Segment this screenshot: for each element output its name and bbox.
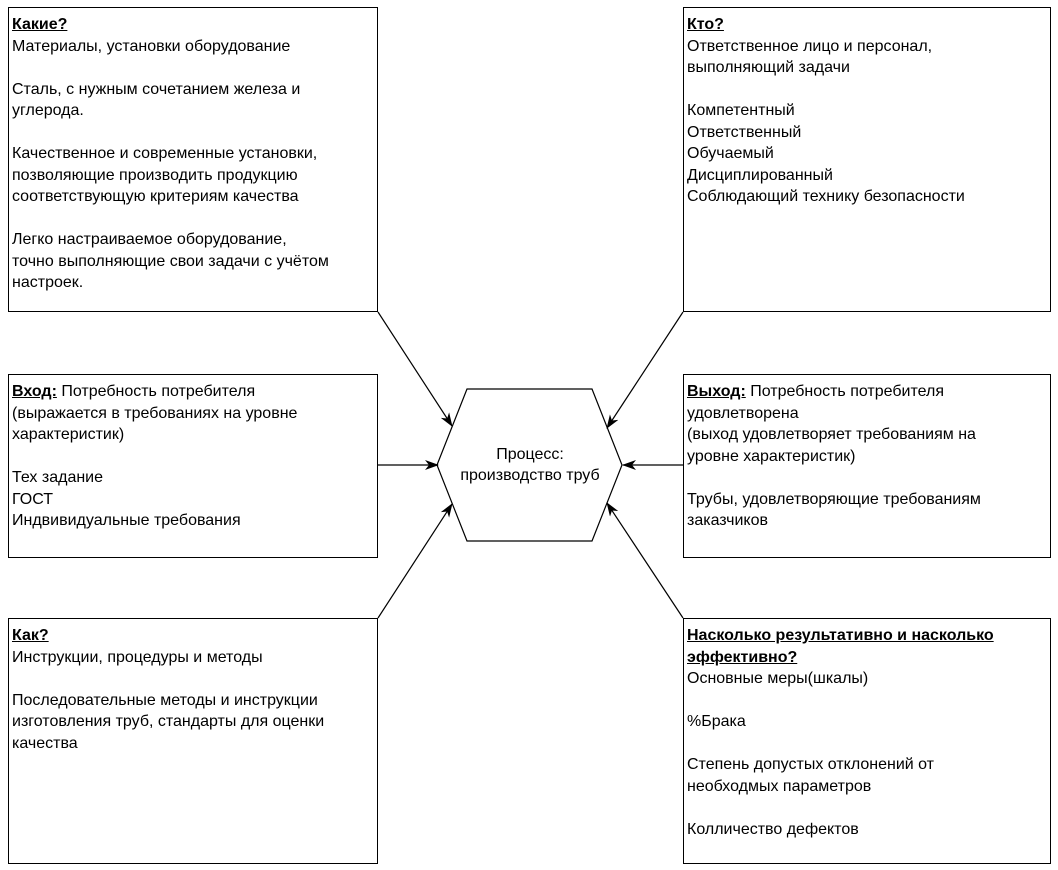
arrow-kto-to-process	[606, 311, 684, 429]
box-vyhod-text-line: уровне характеристик)	[687, 447, 856, 465]
process-label-line1: Процесс:	[496, 446, 564, 463]
arrow-kakie-to-process	[377, 311, 453, 427]
box-kakie: Какие? Материалы, установки оборудование…	[8, 7, 378, 312]
box-kak-text-line: Инструкции, процедуры и методы	[12, 648, 263, 666]
box-vyhod-spacer	[687, 467, 1047, 489]
box-kakie-text-line: Сталь, с нужным сочетанием железа и	[12, 80, 301, 98]
box-kto-text-line: Дисциплированный	[687, 166, 833, 184]
box-naskolko-text-line: Основные меры(шкалы)	[687, 670, 869, 687]
box-kto: Кто? Ответственное лицо и персонал, выпол…	[683, 7, 1051, 312]
box-vyhod: Выход: Потребность потребителя удовлетво…	[683, 374, 1051, 558]
box-kto-lines: Ответственное лицо и персонал, выполняющи…	[687, 36, 1047, 208]
box-vhod-title: Вход:	[12, 383, 57, 400]
box-kto-text-line: выполняющий задачи	[687, 59, 850, 76]
box-naskolko-title-line2: эффективно?	[687, 648, 798, 666]
box-naskolko-text-line: %Брака	[687, 713, 746, 730]
arrow-naskolko-to-process	[606, 502, 684, 619]
box-vhod-lines: (выражается в требованиях на уровне харак…	[12, 403, 374, 532]
box-vyhod-text-line: заказчиков	[687, 512, 768, 529]
box-vyhod-title-rest: Потребность потребителя	[745, 383, 944, 400]
box-kakie-title: Какие?	[12, 16, 68, 33]
process-label-line2: производство труб	[460, 467, 600, 484]
process-label: Процесс: производство труб	[440, 444, 620, 486]
box-kto-title: Кто?	[687, 16, 724, 33]
box-kakie-spacer	[12, 57, 374, 79]
box-naskolko-spacer	[687, 690, 1047, 712]
box-vyhod-title: Выход:	[687, 383, 746, 400]
box-vyhod-text-line: удовлетворена	[687, 404, 799, 422]
box-vhod: Вход: Потребность потребителя (выражаетс…	[8, 374, 378, 558]
box-vhod-header: Вход: Потребность потребителя	[12, 381, 374, 403]
box-kto-spacer	[687, 79, 1047, 101]
box-kto-text-line: Ответственное лицо и персонал,	[687, 37, 933, 55]
box-kakie-text-line: Качественное и современные установки,	[12, 145, 318, 162]
box-kakie-spacer	[12, 208, 374, 230]
box-kto-text-line: Компетентный	[687, 102, 795, 119]
box-vhod-spacer	[12, 446, 374, 468]
box-naskolko-spacer	[687, 797, 1047, 819]
box-kakie-text-line: углерода.	[12, 102, 84, 119]
box-kak-text-line: качества	[12, 734, 78, 752]
box-vyhod-lines: удовлетворена (выход удовлетворяет требов…	[687, 403, 1047, 532]
box-kto-text-line: Обучаемый	[687, 145, 774, 162]
box-kakie-text-line: настроек.	[12, 274, 84, 291]
box-kto-text-line: Соблюдающий технику безопасности	[687, 188, 965, 205]
box-kak-text-line: Последовательные методы и инструкции	[12, 691, 318, 709]
box-kakie-text-line: точно выполняющие свои задачи с учётом	[12, 252, 329, 270]
box-kakie-text-line: соответствующую критериям качества	[12, 188, 299, 205]
box-vhod-text-line: Тех задание	[12, 469, 104, 486]
box-naskolko: Насколько результативно и насколько эффе…	[683, 618, 1051, 864]
box-kak-title: Как?	[12, 627, 49, 644]
box-kakie-spacer	[12, 122, 374, 144]
box-vyhod-text-line: (выход удовлетворяет требованиям на	[687, 426, 976, 443]
box-naskolko-title-line1: Насколько результативно и насколько	[687, 627, 994, 644]
box-vyhod-header: Выход: Потребность потребителя	[687, 381, 1047, 403]
box-kakie-text-line: позволяющие производить продукцию	[12, 166, 298, 184]
box-kto-text-line: Ответственный	[687, 123, 802, 141]
box-vyhod-text-line: Трубы, удовлетворяющие требованиям	[687, 490, 981, 508]
box-kak-spacer	[12, 668, 374, 690]
box-kak-text-line: изготовления труб, стандарты для оценки	[12, 713, 325, 730]
box-vhod-text-line: (выражается в требованиях на уровне	[12, 404, 298, 422]
box-naskolko-text-line: Колличество дефектов	[687, 820, 859, 838]
box-vhod-text-line: Индвивидуальные требования	[12, 512, 241, 529]
box-naskolko-text-line: необходмых параметров	[687, 777, 872, 795]
box-kakie-text-line: Легко настраиваемое оборудование,	[12, 231, 287, 248]
box-kakie-text-line: Материалы, установки оборудование	[12, 37, 291, 55]
box-vhod-text-line: характеристик)	[12, 426, 125, 443]
box-naskolko-text-line: Степень допустых отклонений от	[687, 756, 935, 773]
box-vhod-title-rest: Потребность потребителя	[56, 383, 256, 400]
arrow-kak-to-process	[377, 503, 453, 619]
box-naskolko-spacer	[687, 733, 1047, 755]
box-vhod-text-line: ГОСТ	[12, 490, 54, 508]
